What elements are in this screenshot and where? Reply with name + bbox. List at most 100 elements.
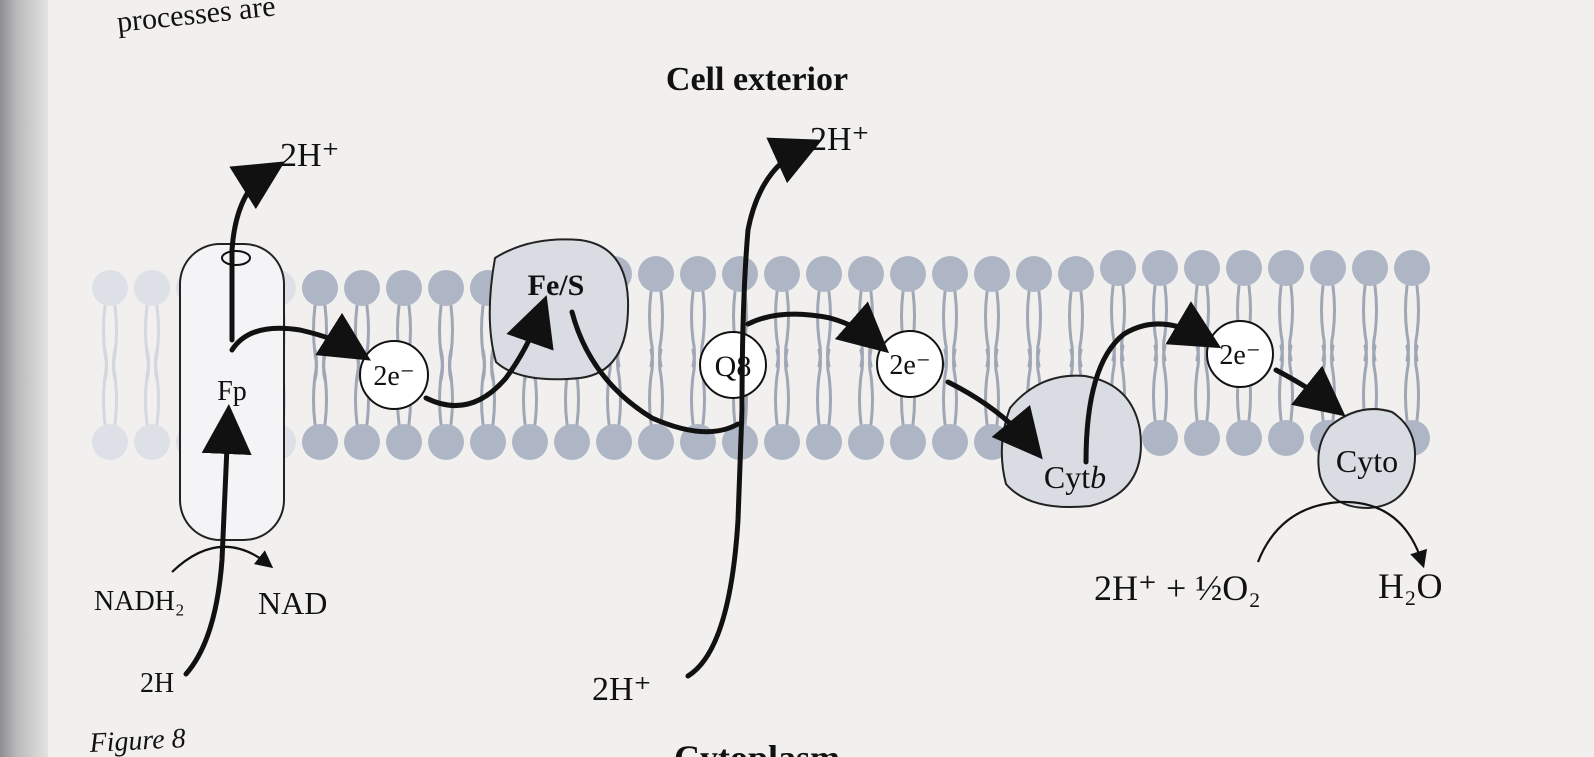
lipid-tail xyxy=(1162,344,1168,422)
fp-proton-out-label: 2H⁺ xyxy=(280,137,340,174)
lipid-head xyxy=(386,424,422,460)
lipid-head xyxy=(806,256,842,292)
lipid-tail xyxy=(868,348,874,426)
lipid-head xyxy=(302,270,338,306)
lipid-head xyxy=(806,424,842,460)
nadh-proton-in-label: 2H xyxy=(140,668,174,699)
lipid-head xyxy=(596,424,632,460)
fp-ring-icon xyxy=(221,250,251,266)
fp-label: Fp xyxy=(217,376,247,407)
lipid-head xyxy=(974,256,1010,292)
lipid-head xyxy=(932,424,968,460)
q8-to-carrier2-arrow xyxy=(745,301,890,354)
lipid-tail xyxy=(1152,344,1158,422)
lipid-tail xyxy=(1414,344,1420,422)
lipid-head xyxy=(344,270,380,306)
lipid-head xyxy=(134,424,170,460)
lipid-tail xyxy=(448,348,454,426)
fes-protein xyxy=(488,238,630,381)
lipid-tail xyxy=(1194,344,1200,422)
lipid-tail xyxy=(438,348,444,426)
nad-label: NAD xyxy=(258,585,327,621)
lipid-tail xyxy=(322,348,328,426)
electron-carrier-1 xyxy=(359,340,429,410)
lipid-head xyxy=(890,424,926,460)
lipid-head xyxy=(302,424,338,460)
cell-exterior-label: Cell exterior xyxy=(666,61,848,98)
lipid-tail xyxy=(648,348,654,426)
lipid-head xyxy=(92,270,128,306)
lipid-tail xyxy=(616,348,622,426)
lipid-head xyxy=(554,424,590,460)
lipid-head xyxy=(1058,256,1094,292)
q8-proton-in-label: 2H⁺ xyxy=(592,671,652,708)
lipid-head xyxy=(428,424,464,460)
lipid-head xyxy=(1142,420,1178,456)
oxygen-substrate-label: 2H⁺ + ½O₂ xyxy=(1094,568,1261,608)
lipid-tail xyxy=(858,348,864,426)
q8-label: Q8 xyxy=(715,350,752,383)
lipid-head xyxy=(1226,420,1262,456)
nadh-proton-path-arrow xyxy=(183,404,252,677)
lipid-head xyxy=(1226,250,1262,286)
lipid-tail xyxy=(490,348,496,426)
lipid-head xyxy=(1394,250,1430,286)
figure-label-fragment: Figure 8 xyxy=(88,723,187,757)
lipid-tail xyxy=(480,348,486,426)
lipid-tail xyxy=(942,348,948,426)
fp-to-carrier1-arrow xyxy=(229,312,371,361)
q8-carrier xyxy=(699,331,767,399)
lipid-head xyxy=(1310,250,1346,286)
lipid-head xyxy=(1142,250,1178,286)
lipid-tail xyxy=(1404,344,1410,422)
lipid-tail xyxy=(984,348,990,426)
lipid-head xyxy=(764,424,800,460)
lipid-head xyxy=(1268,250,1304,286)
lipid-head xyxy=(1100,250,1136,286)
fp-proton-exit-arrow xyxy=(229,161,285,343)
lipid-head xyxy=(680,256,716,292)
lipid-tail xyxy=(1288,344,1294,422)
electron-carrier-3 xyxy=(1206,320,1274,388)
oxygen-to-water-arrow xyxy=(1256,500,1427,569)
lipid-head xyxy=(386,270,422,306)
lipid-head xyxy=(512,424,548,460)
lipid-head xyxy=(470,424,506,460)
lipid-head xyxy=(638,424,674,460)
lipid-tail xyxy=(102,348,108,426)
fes-to-q8-arrow xyxy=(569,309,741,435)
lipid-head xyxy=(428,270,464,306)
lipid-tail xyxy=(1330,344,1336,422)
lipid-tail xyxy=(690,348,696,426)
nadh-label: NADH₂ xyxy=(94,586,185,617)
lipid-head xyxy=(638,256,674,292)
cyto-protein xyxy=(1317,408,1416,510)
lipid-tail xyxy=(1204,344,1210,422)
lipid-head xyxy=(92,424,128,460)
header-text-fragment: processes are xyxy=(115,0,277,39)
cyto-label: Cyto xyxy=(1336,443,1398,479)
lipid-tail xyxy=(826,348,832,426)
fes-label: Fe/S xyxy=(528,269,585,302)
lipid-head xyxy=(1016,256,1052,292)
carrier2-to-cytb-arrow xyxy=(945,379,1043,460)
lipid-head xyxy=(932,256,968,292)
lipid-tail xyxy=(112,348,118,426)
water-label: H₂O xyxy=(1378,566,1443,606)
lipid-head xyxy=(764,256,800,292)
lipid-tail xyxy=(784,348,790,426)
lipid-tail xyxy=(1372,344,1378,422)
lipid-head xyxy=(848,424,884,460)
lipid-tail xyxy=(816,348,822,426)
lipid-tail xyxy=(312,348,318,426)
nadh-to-nad-arrow xyxy=(171,545,274,573)
lipid-head xyxy=(134,270,170,306)
q8-proton-path-arrow xyxy=(685,137,823,679)
carrier3-to-cyto-arrow xyxy=(1273,365,1346,417)
cytoplasm-label-fragment: Cytoplasm xyxy=(674,738,840,757)
lipid-tail xyxy=(1278,344,1284,422)
lipid-head xyxy=(722,256,758,292)
lipid-tail xyxy=(658,348,664,426)
lipid-head xyxy=(1352,250,1388,286)
lipid-tail xyxy=(144,348,150,426)
